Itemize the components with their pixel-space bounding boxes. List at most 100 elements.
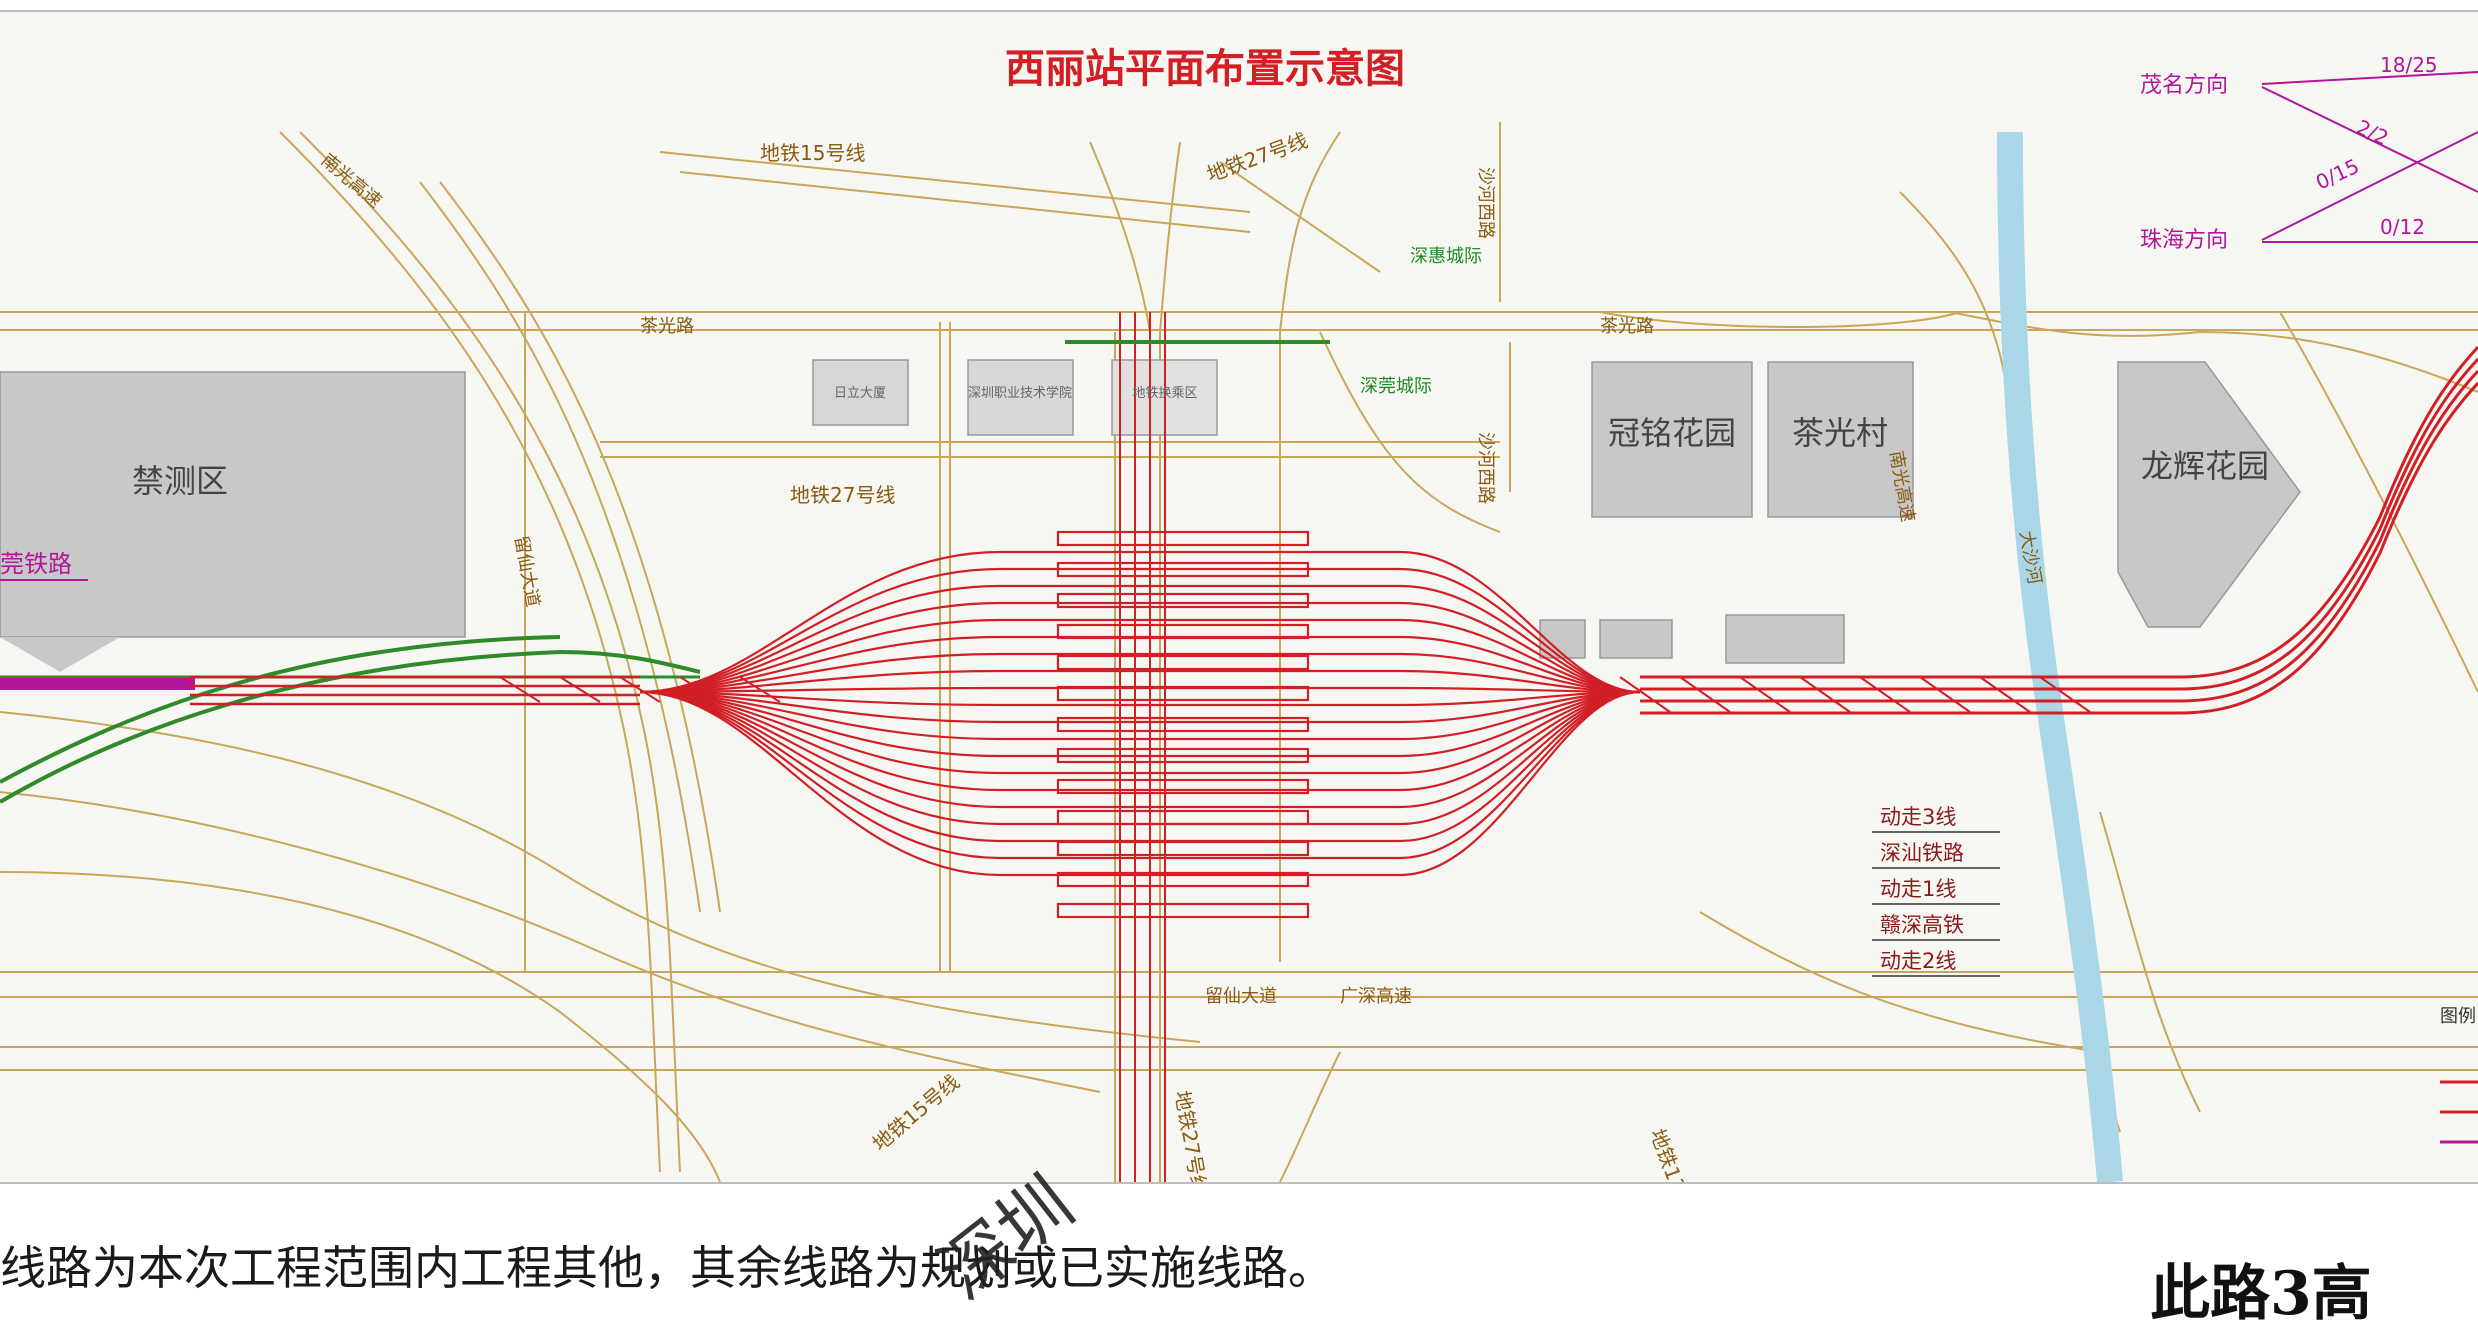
line-list-item: 动走3线 [1880, 805, 1956, 829]
legend-corner-label: 图例 [2440, 1006, 2476, 1027]
rail-crossover [559, 676, 601, 703]
block-label-longhui: 龙辉花园 [2141, 447, 2269, 485]
road-curve [679, 171, 1251, 233]
rail-station-track [639, 690, 1641, 792]
road-label: 茶光路 [640, 316, 694, 337]
rail-crossover [1679, 676, 1731, 713]
rail-station-track [639, 690, 1641, 843]
direction-maoming: 茂名方向 [2140, 73, 2228, 98]
block-jincequ-notch [0, 637, 120, 672]
road-label: 留仙大道 [1205, 986, 1277, 1007]
station-layout-map: 西丽站平面布置示意图禁测区冠铭花园茶光村龙辉花园日立大厦深圳职业技术学院地铁换乘… [0, 46, 2478, 1182]
rail-station-track [639, 550, 1641, 694]
platform [1056, 654, 1310, 671]
metro-label: 地铁27号线 [1170, 1089, 1212, 1182]
rail-station-track [639, 690, 1641, 758]
block-small-1 [812, 359, 909, 426]
road-label: 留仙大道 [510, 534, 543, 609]
road-curve [0, 791, 1101, 1093]
rail-trunk-right [1640, 369, 2478, 703]
labels-layer: 西丽站平面布置示意图禁测区冠铭花园茶光村龙辉花园日立大厦深圳职业技术学院地铁换乘… [0, 46, 2478, 1182]
metro-label: 地铁27号线 [1204, 128, 1311, 187]
rail-green [0, 649, 701, 804]
road-curve [1279, 131, 1341, 333]
block-guanming [1591, 361, 1753, 518]
block-jincequ [0, 371, 466, 638]
rail-station-track [639, 690, 1641, 877]
block-label-chaguangcun: 茶光村 [1792, 414, 1888, 452]
small-block-label-b2: 深圳职业技术学院 [968, 385, 1072, 401]
platform [1056, 592, 1310, 609]
road-curve [659, 151, 1251, 213]
road-curve [1699, 911, 2101, 1053]
road-curve [1159, 141, 1181, 333]
road-label: 沙河西路 [1475, 432, 1496, 504]
block-small-5 [1599, 619, 1673, 659]
rails-layer [0, 312, 2478, 1182]
block-label-jincequ: 禁测区 [132, 462, 228, 500]
rail-station-track [639, 584, 1641, 694]
road-label: 茶光路 [1600, 316, 1654, 337]
rail-crossover [739, 676, 781, 703]
platform [1056, 685, 1310, 702]
small-block-label-b3: 地铁换乘区 [1132, 386, 1197, 401]
rail-station-track [639, 690, 1641, 724]
metro-label: 地铁27号线 [790, 483, 895, 507]
track-count: 18/25 [2380, 53, 2438, 77]
road-label: 广深高速 [1340, 986, 1412, 1007]
platform [1056, 623, 1310, 640]
map-title: 西丽站平面布置示意图 [1005, 46, 1405, 92]
rail-station-track [639, 567, 1641, 694]
map-frame: 西丽站平面布置示意图禁测区冠铭花园茶光村龙辉花园日立大厦深圳职业技术学院地铁换乘… [0, 10, 2478, 1184]
road-curve [279, 131, 661, 1173]
rail-station-track [639, 601, 1641, 694]
rail-crossover [1619, 676, 1671, 713]
road-label: 沙河西路 [1475, 167, 1496, 239]
rail-station-track [639, 690, 1641, 860]
rail-crossover [1739, 676, 1791, 713]
rail-station-track [639, 652, 1641, 694]
platform [1056, 871, 1310, 888]
platform [1056, 902, 1310, 919]
road-curve [0, 871, 721, 1182]
platform [1056, 716, 1310, 733]
rail-station-track [639, 690, 1641, 707]
block-small-4 [1539, 619, 1586, 659]
direction-line [2261, 86, 2478, 193]
river [1997, 131, 2123, 1182]
rail-crossover [2039, 676, 2091, 713]
direction-line [2261, 71, 2478, 85]
rail-crossover [619, 676, 661, 703]
rail-crossover [679, 676, 721, 703]
small-block-label-b1: 日立大厦 [834, 386, 886, 401]
metro-label: 地铁15号线 [868, 1070, 964, 1156]
road-curve [0, 711, 1201, 1043]
road-label: 深惠城际 [1410, 246, 1482, 267]
road-curve [1279, 1051, 1341, 1182]
road-curve [1899, 191, 2011, 413]
road-curve [1949, 311, 2478, 393]
rail-station-track [639, 669, 1641, 694]
map-caption: 线路为本次工程范围内工程其他，其余线路为规划或已实施线路。 [0, 1241, 1334, 1295]
blocks-layer [0, 359, 2301, 672]
rail-station-track [639, 690, 1641, 775]
track-count: 0/15 [2312, 154, 2363, 195]
rail-crossover [1859, 676, 1911, 713]
rail-crossover [499, 676, 541, 703]
rail-trunk-right [1640, 357, 2478, 691]
platform [1056, 840, 1310, 857]
rail-label-left: 莞铁路 [0, 550, 72, 578]
metro-label: 地铁15号线 [760, 141, 865, 165]
platform [1056, 778, 1310, 795]
road-curve [419, 181, 701, 913]
block-chaguangcun [1767, 361, 1914, 518]
rail-trunk-right [1640, 381, 2478, 715]
rail-station-track [639, 690, 1641, 809]
platforms-layer [1056, 530, 1310, 919]
rail-crossover [1979, 676, 2031, 713]
platform [1056, 530, 1310, 547]
line-list-item: 深汕铁路 [1880, 841, 1964, 865]
rail-station-track [639, 690, 1641, 826]
road-curve [439, 181, 721, 913]
block-longhui [2117, 361, 2301, 628]
